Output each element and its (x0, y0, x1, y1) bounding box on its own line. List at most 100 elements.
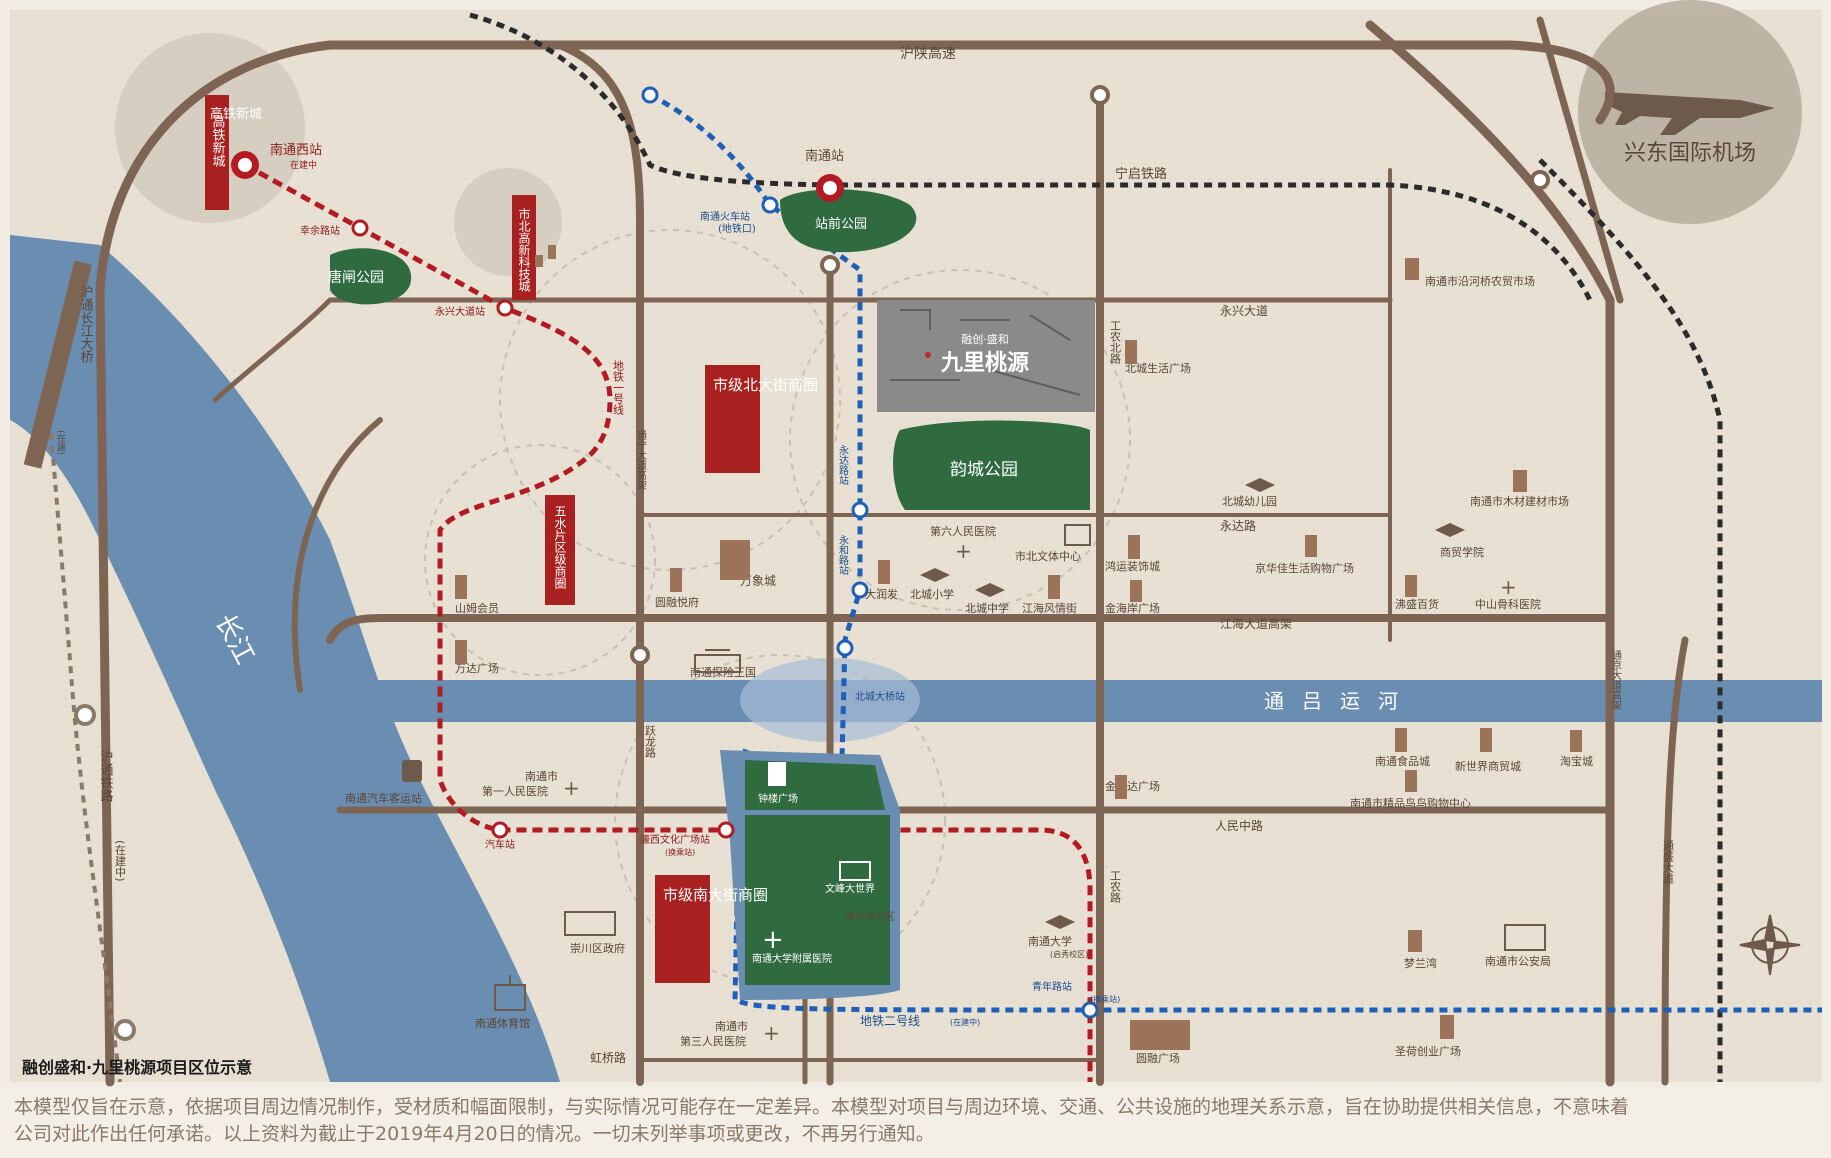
svg-text:+: + (763, 1021, 780, 1045)
label-road-yuelong: 跃龙路 (644, 724, 657, 759)
metro-hao (717, 821, 735, 839)
label-poi-yanqiao: 南通市沿河桥农贸市场 (1425, 274, 1535, 288)
label-poi-sixth-hosp: 第六人民医院 (930, 524, 996, 538)
label-poi-haohe: 濠河风景区 (845, 910, 895, 923)
junction-1 (820, 255, 840, 275)
road-tongsheng (1661, 636, 1689, 1086)
label-poi-huangsheng: 沸盛百货 (1395, 597, 1439, 611)
badge-text-south-street: 市级南大街商圈 (663, 886, 768, 904)
metro-bus (491, 821, 509, 839)
label-west-note: 在建中 (290, 159, 317, 171)
badge-south-street (655, 875, 710, 983)
label-poi-univ-hosp: 南通大学附属医院 (752, 952, 832, 965)
canal-label: 通吕运河 (1264, 689, 1416, 713)
metro2-terminal (641, 86, 659, 104)
road-east-highway (1365, 20, 1615, 1087)
label-road-gongnong-n: 工农北路 (1109, 320, 1122, 365)
label-bridge: 沪通长江大桥 (78, 284, 94, 364)
landmark-icons (494, 524, 1546, 1011)
park-wenfeng (745, 815, 890, 985)
label-poi-ntu: 南通大学 (1028, 934, 1072, 948)
park-yuncheng (893, 420, 1090, 510)
label-poi-jianghai-st: 江海风情街 (1022, 601, 1077, 615)
label-yonghe-station: 永和路站 (837, 534, 849, 576)
label-poi-shangmao: 商贸学院 (1440, 545, 1484, 559)
badge-hsr-city (205, 95, 229, 210)
label-road-tongning: 通宁大道高架 (635, 430, 647, 491)
label-line2: 地铁二号线 (860, 1014, 920, 1028)
badge-text-north-street: 市级北大街商圈 (713, 376, 818, 394)
label-hao-note: (换乘站) (665, 847, 695, 857)
badge-text-wushui: 五水片区级商圈 (553, 505, 567, 590)
label-poi-ntu-note: (启秀校区) (1050, 949, 1088, 959)
metro-qingnian (1081, 1001, 1099, 1019)
vertical-labels: 高铁新城 市北高新科技城 五水片区级商圈 地铁一号线 沪通长江大桥 (在建) 沪… (55, 114, 1675, 903)
label-poi-hongyuan: 鸿运装饰城 (1105, 559, 1160, 573)
label-hutong-note: (在建中) (114, 840, 127, 882)
badge-multiline: 市级北大街商圈 市级南大街商圈 (663, 376, 818, 904)
metro-yongda (851, 501, 869, 519)
disclaimer-line-1: 本模型仅旨在示意，依据项目周边情况制作，受材质和幅面限制，与实际情况可能存在一定… (14, 1096, 1630, 1118)
park-zhanqian (780, 189, 917, 253)
south-street-radius (614, 654, 946, 986)
metro-yongxing (496, 299, 514, 317)
project-site (877, 300, 1095, 412)
label-poi-muchai: 南通市木材建材市场 (1470, 494, 1569, 508)
label-poi-zhonglou: 钟楼广场 (758, 792, 798, 805)
label-poi-wenfeng: 文峰大世界 (825, 882, 875, 895)
project-name: 九里桃源 (940, 350, 1029, 376)
label-poi-datong: 大润发 (865, 587, 898, 601)
label-poi-shanshi: 山姆会员 (455, 601, 499, 615)
badge-north-street (705, 365, 760, 473)
junction-2 (1090, 85, 1110, 105)
tonglv-canal (330, 680, 1822, 722)
label-road-tongsheng: 通盛大道 (1662, 840, 1675, 884)
label-road-tongjing: 通京大道高架 (1610, 650, 1622, 711)
svg-text:+: + (955, 539, 972, 563)
airport-label: 兴东国际机场 (1624, 141, 1756, 166)
project-pattern (890, 309, 1081, 396)
label-yongxing-station: 永兴大道站 (435, 305, 485, 318)
road-ne-spur (1536, 16, 1624, 304)
road-west-arc (291, 417, 383, 693)
label-west-station: 南通西站 (270, 142, 322, 158)
label-poi-first-hosp-a: 南通市 (525, 769, 558, 783)
compass-icon (1739, 914, 1801, 976)
ningqi-railway (469, 12, 1593, 302)
airplane-icon (1605, 92, 1775, 135)
disclaimer: 本模型仅旨在示意，依据项目周边情况制作，受材质和幅面限制，与实际情况可能存在一定… (0, 1088, 1831, 1158)
metro-line-1 (243, 162, 1093, 1082)
label-poi-culture: 市北文体中心 (1015, 549, 1081, 563)
label-poi-beicheng-life: 北城生活广场 (1125, 361, 1191, 375)
hospital-cross-icons: ++ ++ + (563, 539, 1517, 1045)
badge-text-hsr: 高铁新城 (210, 114, 226, 168)
rail-station-2-icon (114, 1019, 136, 1041)
badge-hitech (512, 195, 536, 300)
label-huochezhan: 南通火车站 (700, 210, 750, 223)
label-line2-note: (在建中) (950, 1017, 980, 1027)
badge-text-hitech: 市北高新科技城 (517, 207, 531, 293)
label-qingnian: 青年路站 (1032, 980, 1072, 993)
label-poi-mengzhou: 梦兰湾 (1404, 956, 1437, 970)
school-icons (920, 478, 1465, 929)
label-poi-food-city: 南通食品城 (1375, 754, 1430, 768)
label-poi-jinhai: 金海岸广场 (1105, 601, 1160, 615)
label-poi-new-world: 新世界商贸城 (1455, 759, 1521, 773)
label-poi-primary: 北城小学 (910, 587, 954, 601)
label-beicheng-station: 北城大桥站 (855, 690, 905, 703)
label-road-hongqiao: 虹桥路 (590, 1050, 626, 1065)
label-bridge-note: (在建) (55, 430, 66, 455)
label-road-gongnong: 工农路 (1109, 870, 1122, 904)
road-tongning (556, 41, 644, 1086)
hutong-bridge (23, 260, 92, 469)
junction-3 (630, 645, 650, 665)
metro-line-2 (648, 92, 1822, 1013)
road-yongxing (212, 297, 1393, 403)
road-network (95, 16, 1689, 1087)
hitech-circle (454, 168, 562, 276)
wushui-radius (424, 444, 656, 676)
label-qingnian-note: (换乘站) (1090, 994, 1120, 1004)
label-hutong-rail: 沪通铁路 (98, 749, 114, 802)
label-poi-gov: 崇川区政府 (570, 941, 625, 955)
metro-xingyu (351, 219, 369, 237)
